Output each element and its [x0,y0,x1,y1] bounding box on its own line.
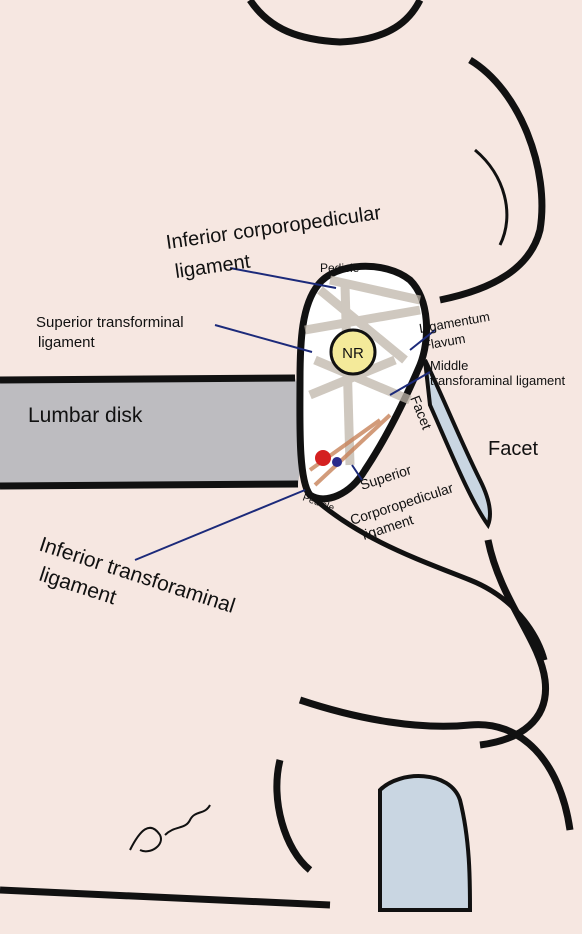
bottom-shape [380,776,470,910]
facet-large-label: Facet [488,438,538,460]
superior-transforaminal-label-2: ligament [38,334,96,351]
blue-vessel [332,457,342,467]
disk-bottom-edge [0,484,298,486]
superior-transforaminal-label-1: Superior transforminal [36,314,184,331]
lumbar-disk-label: Lumbar disk [28,404,143,427]
middle-transforaminal-label-1: Middle [430,358,468,373]
pedicle-top-label: Pedicle [320,261,360,275]
middle-transforaminal-label-2: transforaminal ligament [430,373,566,388]
nerve-root-label: NR [342,345,364,362]
red-vessel [315,450,331,466]
disk-top-edge [0,378,295,380]
lumbar-disk-shape [0,378,302,486]
